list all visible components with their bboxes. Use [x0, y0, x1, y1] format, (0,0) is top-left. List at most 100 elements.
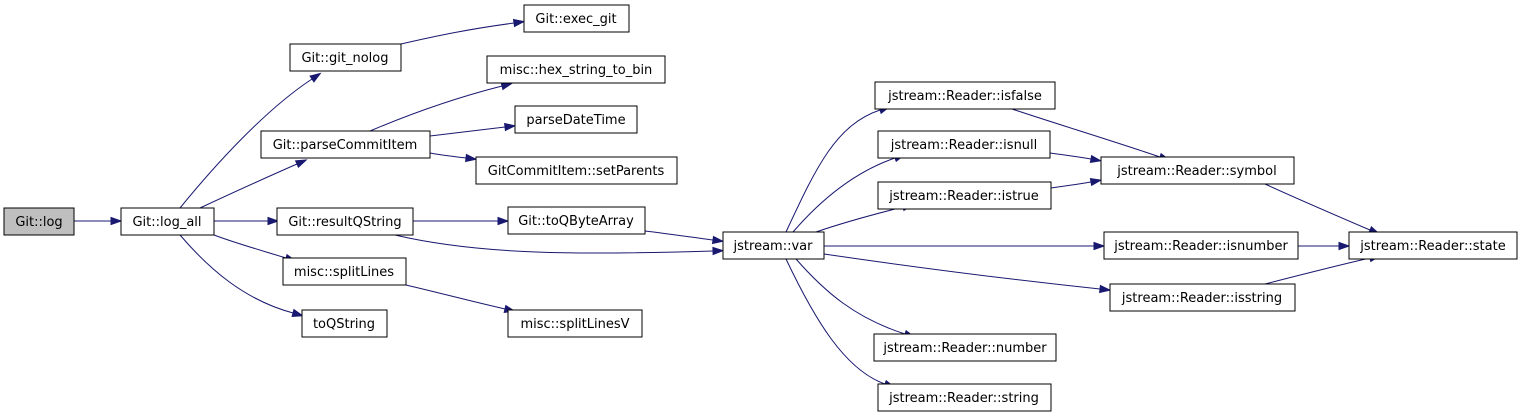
- edge-line: [429, 152, 467, 159]
- edge-line: [179, 234, 294, 314]
- node-jstream-reader-isfalse[interactable]: jstream::Reader::isfalse: [874, 81, 1056, 110]
- node-label: Git::toQByteArray: [518, 214, 634, 229]
- edge-git-git-nolog-to-git-exec-git: [400, 18, 526, 45]
- node-git-result-qstring[interactable]: Git::resultQString: [276, 207, 414, 236]
- node-label: GitCommitItem::setParents: [488, 164, 665, 179]
- node-git-log-all[interactable]: Git::log_all: [120, 207, 215, 236]
- edge-line: [369, 85, 503, 132]
- node-git-parse-commit-item[interactable]: Git::parseCommitItem: [260, 130, 431, 159]
- edge-line: [405, 284, 506, 310]
- edge-line: [785, 258, 886, 385]
- edge-line: [785, 109, 881, 233]
- node-git-git-nolog[interactable]: Git::git_nolog: [289, 43, 402, 72]
- node-label: Git::parseCommitItem: [273, 138, 418, 153]
- edge-line: [394, 234, 714, 254]
- edge-line: [213, 234, 287, 259]
- node-label: misc::hex_string_to_bin: [500, 63, 653, 78]
- edge-git-parse-commit-item-to-git-commit-item-set-parents: [429, 152, 478, 163]
- edge-line: [1264, 183, 1371, 231]
- node-label: jstream::Reader::symbol: [1116, 164, 1276, 179]
- node-label: Git::resultQString: [288, 215, 401, 230]
- node-label: parseDateTime: [526, 113, 625, 128]
- node-jstream-reader-symbol[interactable]: jstream::Reader::symbol: [1100, 156, 1295, 185]
- node-to-qstring[interactable]: toQString: [301, 309, 388, 338]
- node-label: jstream::Reader::isstring: [1121, 291, 1282, 306]
- arrowhead: [497, 216, 510, 226]
- edge-line: [199, 163, 298, 209]
- node-label: jstream::Reader::number: [882, 341, 1047, 356]
- node-misc-split-lines-v[interactable]: misc::splitLinesV: [507, 309, 643, 338]
- node-label: toQString: [313, 317, 375, 332]
- edge-jstream-reader-istrue-to-jstream-reader-symbol: [1050, 177, 1103, 189]
- node-misc-split-lines[interactable]: misc::splitLines: [282, 257, 407, 286]
- edge-git-parse-commit-item-to-parse-date-time: [429, 122, 517, 137]
- arrowhead: [512, 18, 526, 28]
- edge-line: [179, 78, 313, 209]
- node-label: jstream::var: [733, 239, 814, 254]
- edge-misc-split-lines-to-misc-split-lines-v: [405, 284, 517, 313]
- node-git-exec-git[interactable]: Git::exec_git: [523, 4, 630, 33]
- node-parse-date-time[interactable]: parseDateTime: [514, 105, 638, 134]
- node-jstream-reader-number[interactable]: jstream::Reader::number: [873, 333, 1057, 362]
- edge-line: [1011, 108, 1161, 158]
- arrowhead: [711, 235, 725, 245]
- node-label: Git::exec_git: [535, 12, 616, 27]
- node-label: Git::git_nolog: [301, 51, 388, 66]
- edge-line: [644, 230, 714, 241]
- edge-line: [1264, 257, 1371, 285]
- node-label: jstream::Reader::isfalse: [887, 89, 1042, 104]
- node-label: jstream::Reader::isnumber: [1113, 239, 1288, 254]
- node-jstream-reader-string[interactable]: jstream::Reader::string: [877, 383, 1052, 412]
- edge-jstream-var-to-jstream-reader-isstring: [823, 253, 1112, 294]
- edge-line: [795, 258, 906, 335]
- arrowhead: [504, 122, 517, 132]
- edge-jstream-var-to-jstream-reader-number: [795, 258, 916, 338]
- node-label: jstream::Reader::string: [888, 391, 1039, 406]
- node-misc-hex-string-to-bin[interactable]: misc::hex_string_to_bin: [486, 55, 666, 84]
- arrowhead: [1099, 284, 1112, 294]
- edge-git-result-qstring-to-jstream-var: [394, 234, 725, 256]
- node-label: jstream::Reader::isnull: [890, 138, 1038, 153]
- arrowhead: [291, 308, 305, 317]
- edge-jstream-var-to-jstream-reader-isnumber: [824, 241, 1106, 251]
- edge-jstream-reader-isnumber-to-jstream-reader-state: [1298, 241, 1351, 251]
- edge-line: [1050, 181, 1092, 189]
- arrowhead: [294, 159, 308, 169]
- arrowhead: [465, 153, 478, 163]
- arrowhead: [267, 216, 280, 226]
- arrowhead: [1089, 177, 1103, 187]
- arrowhead: [309, 72, 322, 83]
- node-label: Git::log_all: [132, 215, 201, 230]
- node-jstream-reader-isnull[interactable]: jstream::Reader::isnull: [877, 130, 1051, 159]
- edge-git-parse-commit-item-to-misc-hex-string-to-bin: [369, 82, 514, 132]
- edge-jstream-reader-isnull-to-jstream-reader-symbol: [1049, 152, 1103, 164]
- edge-line: [429, 126, 506, 137]
- edge-git-log-all-to-git-git-nolog: [179, 72, 322, 209]
- edge-line: [792, 157, 896, 233]
- node-jstream-reader-istrue[interactable]: jstream::Reader::istrue: [877, 181, 1052, 210]
- arrowhead: [1093, 241, 1106, 251]
- node-label: misc::splitLines: [294, 265, 394, 280]
- node-jstream-reader-isnumber[interactable]: jstream::Reader::isnumber: [1103, 231, 1299, 260]
- edge-git-log-all-to-git-parse-commit-item: [199, 159, 308, 209]
- node-label: jstream::Reader::istrue: [888, 189, 1039, 204]
- node-git-log[interactable]: Git::log: [3, 207, 75, 236]
- edge-git-result-qstring-to-git-to-qbytearray: [413, 216, 510, 226]
- edge-git-log-all-to-misc-split-lines: [213, 234, 298, 262]
- arrowhead: [712, 246, 725, 256]
- node-jstream-reader-state[interactable]: jstream::Reader::state: [1348, 231, 1518, 260]
- node-jstream-reader-isstring[interactable]: jstream::Reader::isstring: [1109, 283, 1296, 312]
- edge-line: [823, 253, 1101, 290]
- arrowhead: [110, 216, 123, 226]
- node-git-commit-item-set-parents[interactable]: GitCommitItem::setParents: [475, 156, 678, 185]
- edge-jstream-var-to-jstream-reader-isfalse: [785, 106, 891, 233]
- node-jstream-var[interactable]: jstream::var: [722, 231, 825, 260]
- edge-jstream-reader-symbol-to-jstream-reader-state: [1264, 183, 1381, 235]
- arrowhead: [500, 82, 514, 91]
- edge-git-log-all-to-git-result-qstring: [214, 216, 280, 226]
- node-git-to-qbytearray[interactable]: Git::toQByteArray: [507, 206, 646, 235]
- node-label: jstream::Reader::state: [1359, 239, 1505, 254]
- edges-layer: [74, 18, 1382, 388]
- edge-git-log-to-git-log-all: [74, 216, 123, 226]
